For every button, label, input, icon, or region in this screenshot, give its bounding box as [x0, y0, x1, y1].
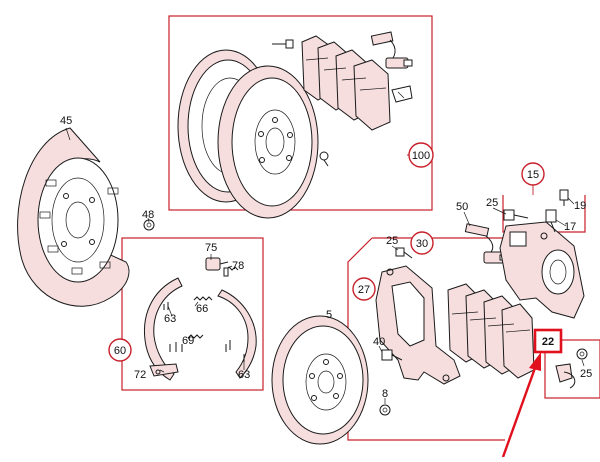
bolt-icon	[503, 209, 529, 221]
part-number-label: 63	[238, 369, 250, 381]
clip-icon	[391, 85, 413, 103]
group-frame-60	[121, 237, 264, 391]
group-frame-22	[544, 339, 600, 399]
wear-sensor-100[interactable]	[370, 31, 413, 69]
part-number-circle-100[interactable]: 100	[408, 142, 434, 168]
guide-pin[interactable]	[464, 223, 508, 264]
part-number-label: 8	[382, 388, 388, 400]
parking-brake-shoes[interactable]	[144, 277, 257, 381]
bolt-icon	[319, 151, 329, 167]
svg-text:15: 15	[527, 169, 539, 181]
part-number-label: 5	[326, 309, 332, 321]
part-number-label: 50	[456, 201, 468, 213]
part-number-label: 63	[164, 313, 176, 325]
part-number-circle-15[interactable]: 15	[521, 162, 545, 186]
bleed-screw-icon	[559, 189, 569, 206]
svg-text:100: 100	[412, 150, 430, 162]
part-number-label: 45	[60, 115, 72, 127]
svg-text:22: 22	[542, 336, 554, 348]
part-number-label: 78	[232, 260, 244, 272]
part-labels: 45 48 75 78 66 63 69 72 63 5 8 40 25 50 …	[60, 115, 592, 400]
bolt-icon	[379, 404, 391, 416]
adjuster-icon	[205, 257, 229, 271]
part-number-label: 25	[486, 197, 498, 209]
clip-icon	[555, 363, 576, 389]
part-number-label: 75	[205, 242, 217, 254]
svg-text:30: 30	[416, 238, 428, 250]
part-number-circle-60[interactable]: 60	[108, 338, 132, 362]
part-number-label: 72	[134, 369, 146, 381]
bolt-icon	[143, 219, 155, 231]
bolt-icon	[395, 247, 413, 259]
part-number-label: 19	[574, 200, 586, 212]
part-number-label: 25	[386, 235, 398, 247]
bolt-icon	[272, 39, 294, 49]
svg-text:60: 60	[114, 345, 126, 357]
brake-pad-set-100[interactable]	[301, 35, 391, 131]
part-number-label: 48	[142, 209, 154, 221]
part-number-box-highlighted[interactable]: 22	[533, 328, 563, 354]
svg-text:27: 27	[358, 284, 370, 296]
bolt-icon	[381, 349, 403, 361]
part-number-circle-27[interactable]: 27	[352, 277, 376, 301]
bolt-icon	[576, 348, 588, 360]
part-number-circle-30[interactable]: 30	[410, 231, 434, 255]
spring-icon	[163, 296, 245, 362]
lever-icon	[149, 363, 179, 377]
brake-pad-set[interactable]	[447, 283, 535, 379]
part-number-label: 66	[196, 303, 208, 315]
part-number-label: 40	[373, 336, 385, 348]
caliper-carrier[interactable]	[375, 265, 461, 385]
part-number-label: 17	[564, 221, 576, 233]
brake-caliper[interactable]	[499, 221, 585, 319]
brake-disc-rear-set[interactable]	[177, 49, 319, 219]
part-number-label: 25	[580, 368, 592, 380]
part-number-label: 69	[182, 335, 194, 347]
brake-disc[interactable]	[271, 315, 369, 445]
arrow-up-icon	[501, 352, 541, 458]
bolt-icon	[545, 209, 557, 233]
backing-plate[interactable]	[17, 127, 130, 307]
